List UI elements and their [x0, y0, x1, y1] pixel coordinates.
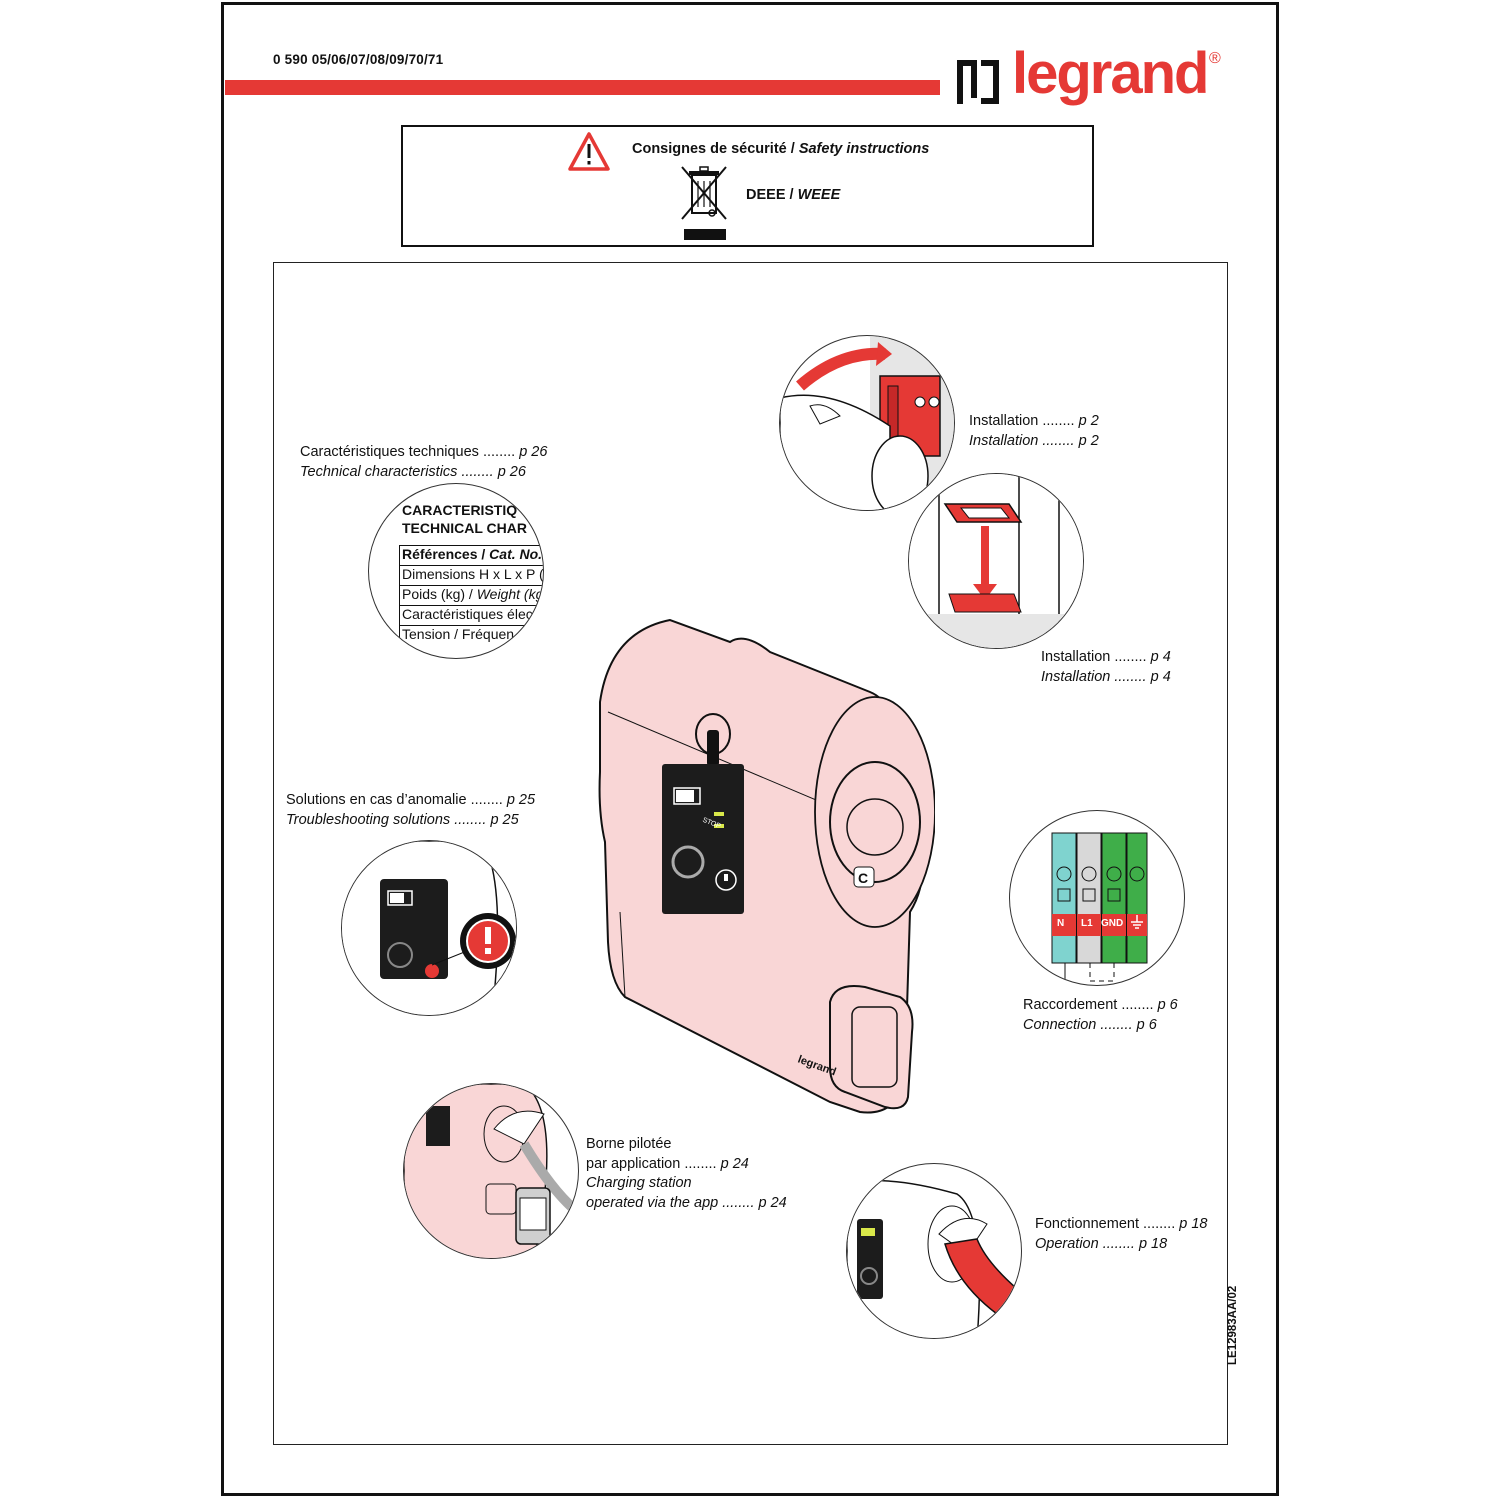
specs-row-weight-fr: Poids (kg) / — [402, 586, 477, 602]
safety-box — [401, 125, 1094, 247]
connection-page-fr: p 6 — [1157, 997, 1178, 1013]
charging-station-illustration: C — [598, 618, 935, 1114]
weee-title-fr: DEEE / — [746, 187, 798, 203]
connection-terminals-circle — [1009, 810, 1185, 986]
operation-page-fr: p 18 — [1179, 1216, 1208, 1232]
specs-row-references-en: Cat. No. — [489, 546, 543, 562]
legrand-logo-mark-icon — [957, 60, 999, 104]
technical-page-fr: p 26 — [519, 444, 548, 460]
header-red-bar — [225, 80, 940, 95]
operation-label-fr: Fonctionnement ........ — [1035, 1216, 1180, 1232]
caption-connection: Raccordement ........ p 6 Connection ...… — [1023, 996, 1178, 1035]
installation1-label-fr: Installation ........ — [969, 413, 1079, 429]
installation2-label-en: Installation ........ p 4 — [1041, 668, 1171, 685]
overview-panel — [273, 262, 1228, 1445]
specs-divider — [399, 625, 543, 626]
product-reference: 0 590 05/06/07/08/09/70/71 — [273, 52, 444, 67]
specs-table-edge — [399, 546, 400, 646]
specs-title-fr: CARACTERISTIQ — [402, 502, 518, 518]
caption-technical: Caractéristiques techniques ........ p 2… — [300, 443, 547, 482]
installation-base-plate-circle — [908, 473, 1084, 649]
operation-illustration — [847, 1179, 1021, 1338]
specs-divider — [399, 605, 543, 606]
troubleshooting-label-fr: Solutions en cas d’anomalie ........ — [286, 792, 507, 808]
specs-divider — [399, 585, 543, 586]
registered-mark: ® — [1209, 50, 1221, 67]
wall-mount-illustration — [780, 336, 954, 510]
app-control-illustration — [404, 1084, 578, 1258]
app-label-fr-line2: par application ........ — [586, 1155, 721, 1172]
safety-title-en: Safety instructions — [798, 141, 930, 157]
warning-triangle-icon — [568, 132, 610, 171]
app-label-en-line2: operated via the app ........ p 24 — [586, 1194, 787, 1211]
weee-title: DEEE / WEEE — [746, 187, 840, 203]
specs-divider — [399, 565, 543, 566]
app-label-fr-line1: Borne pilotée — [586, 1136, 672, 1152]
weee-title-en: WEEE — [797, 187, 841, 203]
specs-row-weight-en: Weight (kg — [476, 586, 544, 602]
page-frame — [221, 2, 1279, 1496]
caption-troubleshooting: Solutions en cas d’anomalie ........ p 2… — [286, 791, 535, 830]
specs-table — [399, 545, 543, 647]
safety-title-fr: Consignes de sécurité / — [632, 141, 799, 157]
terminal-gnd-label: GND — [1101, 918, 1124, 929]
installation1-label-en: Installation ........ p 2 — [969, 432, 1099, 449]
svg-text:C: C — [858, 870, 868, 886]
installation1-page-fr: p 2 — [1078, 413, 1099, 429]
troubleshooting-page-fr: p 25 — [506, 792, 536, 808]
safety-instructions-title: Consignes de sécurité / Safety instructi… — [632, 141, 929, 157]
caption-installation-p2: Installation ........ p 2 Installation .… — [969, 412, 1099, 451]
document-code: LE12983AA/02 — [1227, 1285, 1239, 1365]
specs-row-electrical: Caractéristiques élec — [402, 606, 533, 622]
terminal-l1-label: L1 — [1081, 918, 1093, 929]
base-plate-illustration — [909, 474, 1083, 648]
operation-circle — [846, 1163, 1022, 1339]
specs-table-excerpt-circle: CARACTERISTIQ TECHNICAL CHAR Références … — [368, 483, 544, 659]
specs-row-voltage: Tension / Fréquen — [402, 626, 515, 642]
technical-label-en: Technical characteristics ........ p 26 — [300, 463, 526, 480]
connection-label-en: Connection ........ p 6 — [1023, 1016, 1157, 1033]
installation2-page-fr: p 4 — [1150, 649, 1171, 665]
specs-row-references: Références / Cat. No. — [402, 546, 542, 562]
specs-title-en: TECHNICAL CHAR — [402, 520, 527, 536]
caption-installation-p4: Installation ........ p 4 Installation .… — [1041, 648, 1171, 687]
installation-wall-mount-circle — [779, 335, 955, 511]
earth-ground-icon — [1131, 915, 1143, 929]
specs-row-weight: Poids (kg) / Weight (kg — [402, 586, 543, 602]
specs-row-dimensions: Dimensions H x L x P ( — [402, 566, 544, 582]
technical-label-fr: Caractéristiques techniques ........ — [300, 444, 520, 460]
operation-label-en: Operation ........ p 18 — [1035, 1235, 1168, 1252]
installation2-label-fr: Installation ........ — [1041, 649, 1151, 665]
app-label-en-line1: Charging station — [586, 1175, 692, 1191]
connection-label-fr: Raccordement ........ — [1023, 997, 1158, 1013]
troubleshooting-circle — [341, 840, 517, 1016]
caption-app: Borne pilotée par application ........ p… — [586, 1135, 787, 1213]
troubleshooting-label-en: Troubleshooting solutions ........ p 25 — [286, 811, 519, 828]
app-page-fr: p 24 — [720, 1155, 749, 1172]
crossed-out-bin-icon — [681, 166, 727, 240]
legrand-logo: legrand ® — [955, 41, 1235, 118]
legrand-logo-word: legrand — [1012, 41, 1209, 106]
app-control-circle — [403, 1083, 579, 1259]
terminal-n-label: N — [1057, 918, 1065, 929]
caption-operation: Fonctionnement ........ p 18 Operation .… — [1035, 1215, 1208, 1254]
specs-row-references-fr: Références / — [402, 546, 490, 562]
troubleshooting-illustration — [342, 841, 516, 1015]
terminal-block-illustration — [1051, 832, 1148, 985]
